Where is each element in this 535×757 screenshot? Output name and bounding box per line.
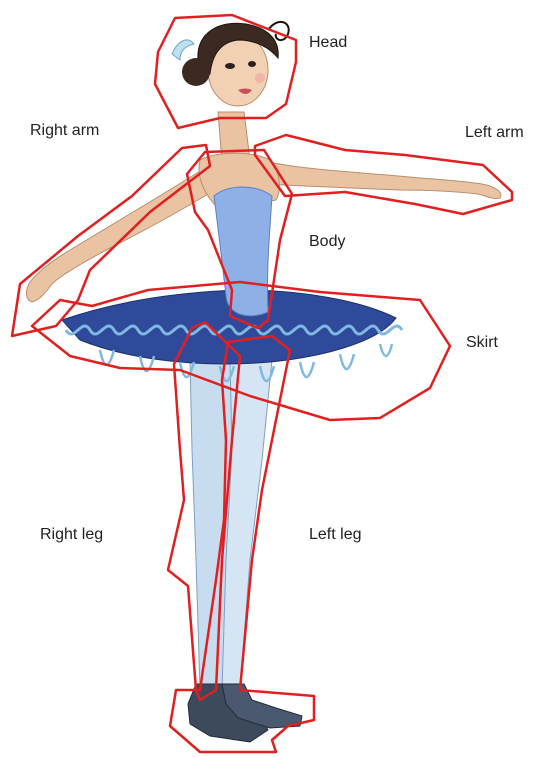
hair-bun-illustration: [182, 58, 210, 86]
cheek-illustration: [255, 73, 265, 83]
head-label: Head: [309, 34, 347, 52]
left-leg-label: Left leg: [309, 526, 361, 544]
feather-accessory-illustration: [172, 40, 194, 60]
left-arm-label: Left arm: [465, 124, 524, 142]
right-arm-label: Right arm: [30, 122, 99, 140]
eye-illustration: [248, 61, 256, 67]
eye-illustration: [225, 63, 235, 69]
skirt-label: Skirt: [466, 334, 498, 352]
body-label: Body: [309, 233, 345, 251]
left-arm-illustration: [260, 160, 501, 199]
right-arm-illustration: [26, 168, 215, 302]
right-leg-label: Right leg: [40, 526, 103, 544]
